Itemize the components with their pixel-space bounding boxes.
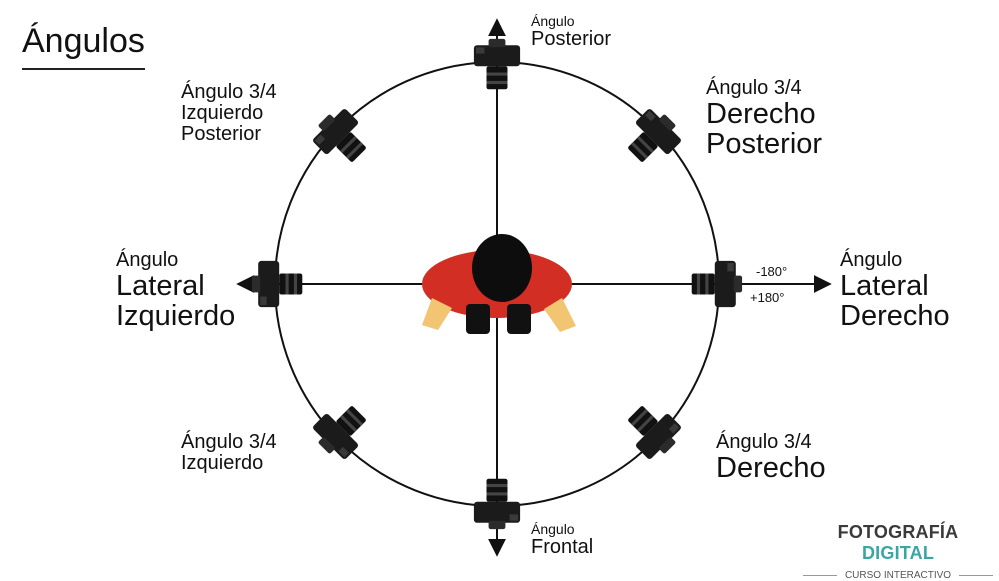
degree-plus: +180° [750,290,785,305]
camera-icon [473,478,521,530]
camera-icon [307,396,376,465]
label-34-izquierdo: Ángulo 3/4 Izquierdo [181,432,277,474]
camera-icon [251,260,303,308]
label-34-izquierdo-line1: Ángulo 3/4 [181,431,277,453]
brand-logo: FOTOGRAFÍA DIGITAL CURSO INTERACTIVO [803,522,993,581]
label-34-izquierdo-posterior-line3: Posterior [181,122,262,145]
label-34-derecho-posterior-line2: Derecho [706,97,816,130]
brand-title-part1: FOTOGRAFÍA [837,522,959,542]
label-lateral-derecho-line1: Lateral [840,269,929,302]
label-34-derecho-line2: Derecho [716,451,826,484]
label-34-derecho-posterior: Ángulo 3/4 Derecho Posterior [706,78,822,159]
label-34-derecho-posterior-line1: Ángulo 3/4 [706,77,802,99]
brand-rule-right [959,575,993,576]
label-lateral-izquierdo-small: Ángulo [116,249,179,271]
brand-title: FOTOGRAFÍA DIGITAL [803,522,993,564]
camera-icon [618,103,687,172]
degree-minus: -180° [756,264,788,279]
label-34-izquierdo-posterior: Ángulo 3/4 Izquierdo Posterior [181,82,277,144]
brand-rule-left [803,575,837,576]
label-lateral-derecho: Ángulo Lateral Derecho [840,250,950,331]
label-frontal-small: Ángulo [531,521,575,537]
label-34-derecho: Ángulo 3/4 Derecho [716,432,826,483]
label-34-izquierdo-line2: Izquierdo [181,451,264,474]
label-frontal-big: Frontal [531,535,594,558]
label-lateral-izquierdo-line2: Izquierdo [116,299,236,332]
label-lateral-derecho-small: Ángulo [840,249,903,271]
label-34-derecho-posterior-line3: Posterior [706,127,823,160]
label-posterior-big: Posterior [531,27,612,50]
camera-icon [691,260,743,308]
label-posterior: Ángulo Posterior [531,14,611,49]
label-34-izquierdo-posterior-line1: Ángulo 3/4 [181,81,277,103]
page-title: Ángulos [22,24,145,70]
camera-icon [307,103,376,172]
label-frontal: Ángulo Frontal [531,522,593,557]
camera-icon [618,396,687,465]
label-posterior-small: Ángulo [531,13,575,29]
brand-title-part2: DIGITAL [861,543,935,563]
person-icon [422,234,576,334]
label-34-izquierdo-posterior-line2: Izquierdo [181,101,264,124]
label-34-derecho-line1: Ángulo 3/4 [716,431,812,453]
label-lateral-izquierdo: Ángulo Lateral Izquierdo [116,250,235,331]
label-lateral-izquierdo-line1: Lateral [116,269,205,302]
label-lateral-derecho-line2: Derecho [840,299,950,332]
camera-icon [473,38,521,90]
